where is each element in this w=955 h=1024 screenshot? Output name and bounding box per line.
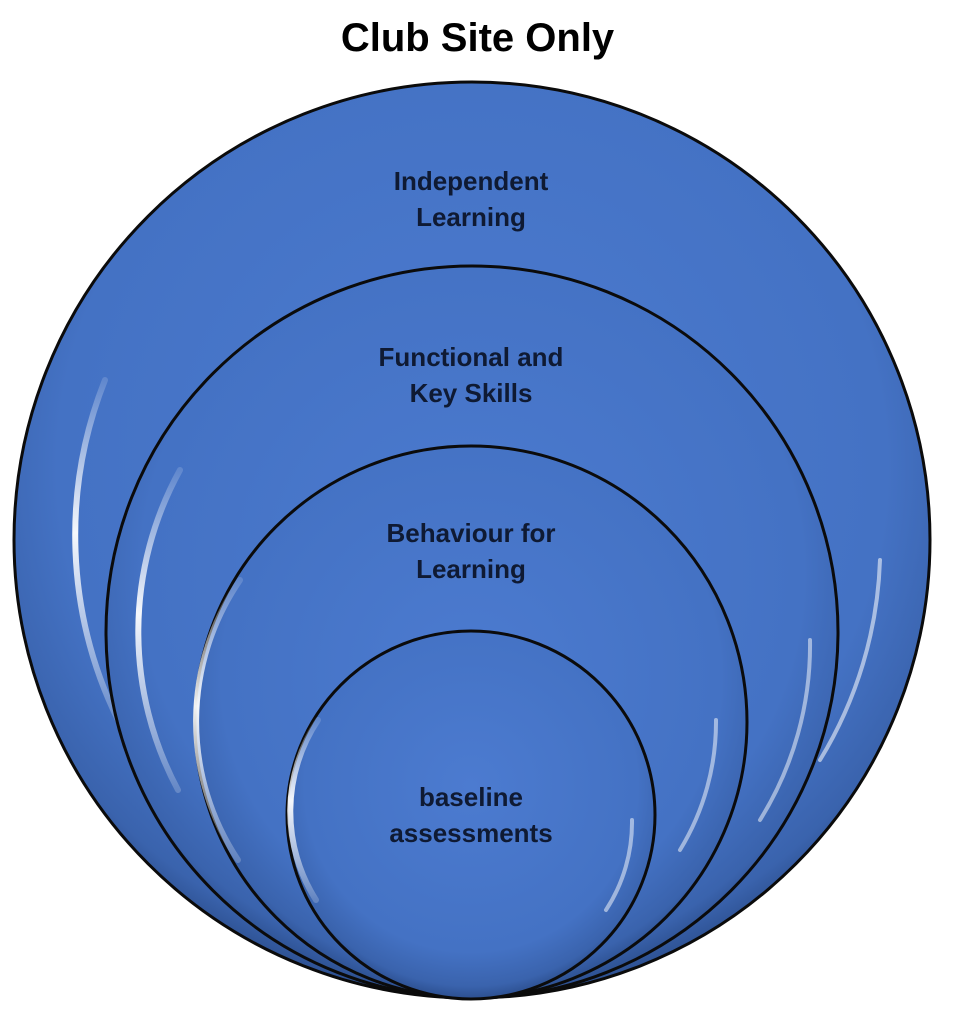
ring-highlight [135,467,183,793]
ring-highlight-right [678,718,719,852]
ring-label-line1: baseline [419,782,523,812]
ring-highlight-right [758,638,813,822]
ring-circle [285,629,657,1001]
ring-highlight [72,377,121,723]
ring-label-line2: Learning [416,202,526,232]
ring-label-line1: Functional and [379,342,564,372]
ring-label-line1: Independent [394,166,549,196]
ring-baseline-assessments: baseline assessments [285,629,657,1001]
ring-label-line1: Behaviour for [386,518,555,548]
ring-label-line2: assessments [389,818,552,848]
ring-label-line2: Key Skills [410,378,533,408]
ring-highlight-right [818,558,882,762]
ring-highlight [287,717,321,903]
ring-highlight [193,577,243,863]
ring-label-line2: Learning [416,554,526,584]
diagram-title: Club Site Only [340,16,615,60]
ring-highlight-right [604,818,635,912]
